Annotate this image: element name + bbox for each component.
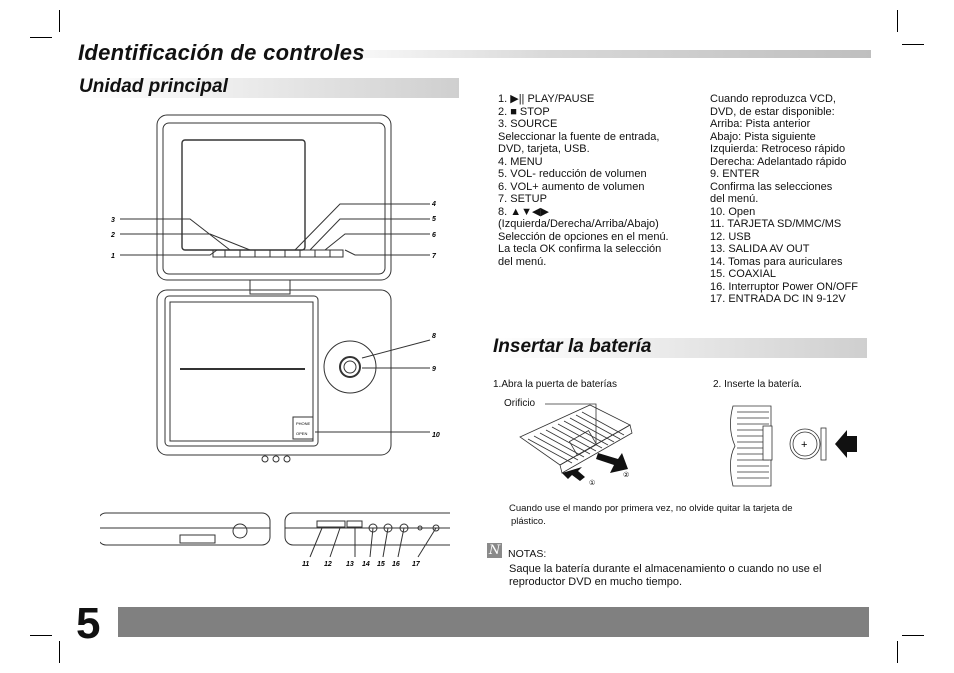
list-item: 5. VOL- reducción de volumen: [498, 168, 647, 180]
list-item: Abajo: Pista siguiente: [710, 130, 816, 143]
page-title: Identificación de controles: [78, 40, 365, 65]
list-item: 10. Open: [710, 205, 756, 218]
remote-note-line: Cuando use el mando por primera vez, no …: [509, 503, 793, 514]
list-item: Arriba: Pista anterior: [710, 118, 811, 130]
callout-number: 8: [432, 333, 436, 340]
list-item: 14. Tomas para auriculares: [710, 255, 843, 268]
callout-number: 17: [412, 561, 421, 568]
battery-step-2: 2. Inserte la batería.: [713, 379, 802, 390]
list-item: 9. ENTER: [710, 168, 760, 180]
list-item: 12. USB: [710, 230, 751, 243]
section-title-main-unit: Unidad principal: [79, 76, 228, 97]
step-marker-2: ②: [623, 471, 629, 479]
page-number: 5: [76, 599, 101, 648]
crop-mark: [30, 635, 52, 636]
notes-text: Saque la batería durante el almacenamien…: [509, 563, 822, 589]
list-item: 2. ■ STOP: [498, 105, 550, 118]
section-bar-battery: [492, 338, 867, 358]
list-item: Derecha: Adelantado rápido: [710, 155, 847, 168]
list-item: Cuando reproduzca VCD,: [710, 93, 836, 105]
open-label: OPEN: [296, 431, 307, 436]
list-item: Seleccionar la fuente de entrada,: [498, 130, 660, 143]
notes-line: reproductor DVD en mucho tiempo.: [509, 576, 683, 588]
crop-mark: [30, 37, 52, 38]
battery-step-1: 1.Abra la puerta de baterías: [493, 379, 617, 390]
callout-number: 16: [392, 561, 400, 568]
controls-list-col2: Cuando reproduzca VCD, DVD, de estar dis…: [710, 93, 858, 306]
step-marker-1: ①: [589, 479, 595, 487]
list-item: Izquierda: Retroceso rápido: [710, 143, 846, 155]
battery-plus-sign: +: [801, 439, 807, 451]
crop-mark: [59, 10, 60, 32]
section-title-battery: Insertar la batería: [493, 336, 652, 357]
callout-number: 3: [111, 217, 115, 224]
crop-mark: [59, 641, 60, 663]
list-item: DVD, tarjeta, USB.: [498, 143, 590, 155]
callout-number: 11: [302, 561, 309, 568]
list-item: 4. MENU: [498, 155, 543, 168]
list-item: 3. SOURCE: [498, 118, 558, 130]
crop-mark: [902, 44, 924, 45]
list-item: Selección de opciones en el menú.: [498, 230, 669, 243]
crop-mark: [897, 10, 898, 32]
list-item: 1. ▶|| PLAY/PAUSE: [498, 93, 595, 105]
dvd-player-illustration: PHONE OPEN 3 2 1 4 5 6 7 8 9 10 11 12 13…: [100, 114, 450, 568]
title-underline-bar: [78, 50, 871, 58]
hole-label: Orificio: [504, 398, 536, 409]
list-item: del menú.: [498, 255, 547, 268]
list-item: 8. ▲▼◀▶: [498, 205, 549, 218]
callout-number: 12: [324, 561, 332, 568]
list-item: 17. ENTRADA DC IN 9-12V: [710, 293, 846, 305]
callout-number: 5: [432, 216, 436, 223]
list-item: 7. SETUP: [498, 193, 547, 205]
callout-number: 10: [432, 432, 440, 439]
callout-number: 14: [362, 561, 370, 568]
list-item: (Izquierda/Derecha/Arriba/Abajo): [498, 218, 659, 230]
remote-battery-door-illustration: ① ②: [519, 403, 633, 487]
list-item: La tecla OK confirma la selección: [498, 243, 662, 255]
phone-label: PHONE: [296, 421, 311, 426]
section-bar-main-unit: [78, 78, 459, 98]
callout-number: 9: [432, 366, 436, 373]
list-item: 11. TARJETA SD/MMC/MS: [710, 218, 842, 230]
list-item: Confirma las selecciones: [710, 180, 833, 193]
remote-note-line: plástico.: [511, 516, 546, 527]
callout-number: 7: [432, 253, 437, 260]
callout-number: 6: [432, 232, 436, 239]
notes-icon: N: [487, 543, 502, 558]
list-item: 6. VOL+ aumento de volumen: [498, 180, 645, 193]
list-item: DVD, de estar disponible:: [710, 105, 835, 118]
list-item: 16. Interruptor Power ON/OFF: [710, 280, 858, 293]
notes-label: NOTAS:: [508, 548, 547, 560]
notes-line: Saque la batería durante el almacenamien…: [509, 563, 822, 575]
callout-number: 4: [431, 201, 436, 208]
list-item: del menú.: [710, 193, 759, 205]
battery-insert-illustration: +: [730, 405, 857, 487]
callout-number: 1: [111, 253, 115, 260]
remote-note: Cuando use el mando por primera vez, no …: [509, 502, 793, 528]
crop-mark: [897, 641, 898, 663]
callout-number: 15: [377, 561, 385, 568]
controls-list-col1: 1. ▶|| PLAY/PAUSE 2. ■ STOP 3. SOURCE Se…: [498, 93, 669, 268]
callout-number: 13: [346, 561, 354, 568]
callout-number: 2: [110, 232, 115, 239]
list-item: 15. COAXIAL: [710, 268, 777, 280]
list-item: 13. SALIDA AV OUT: [710, 243, 810, 255]
crop-mark: [902, 635, 924, 636]
footer-bar: [118, 607, 869, 637]
